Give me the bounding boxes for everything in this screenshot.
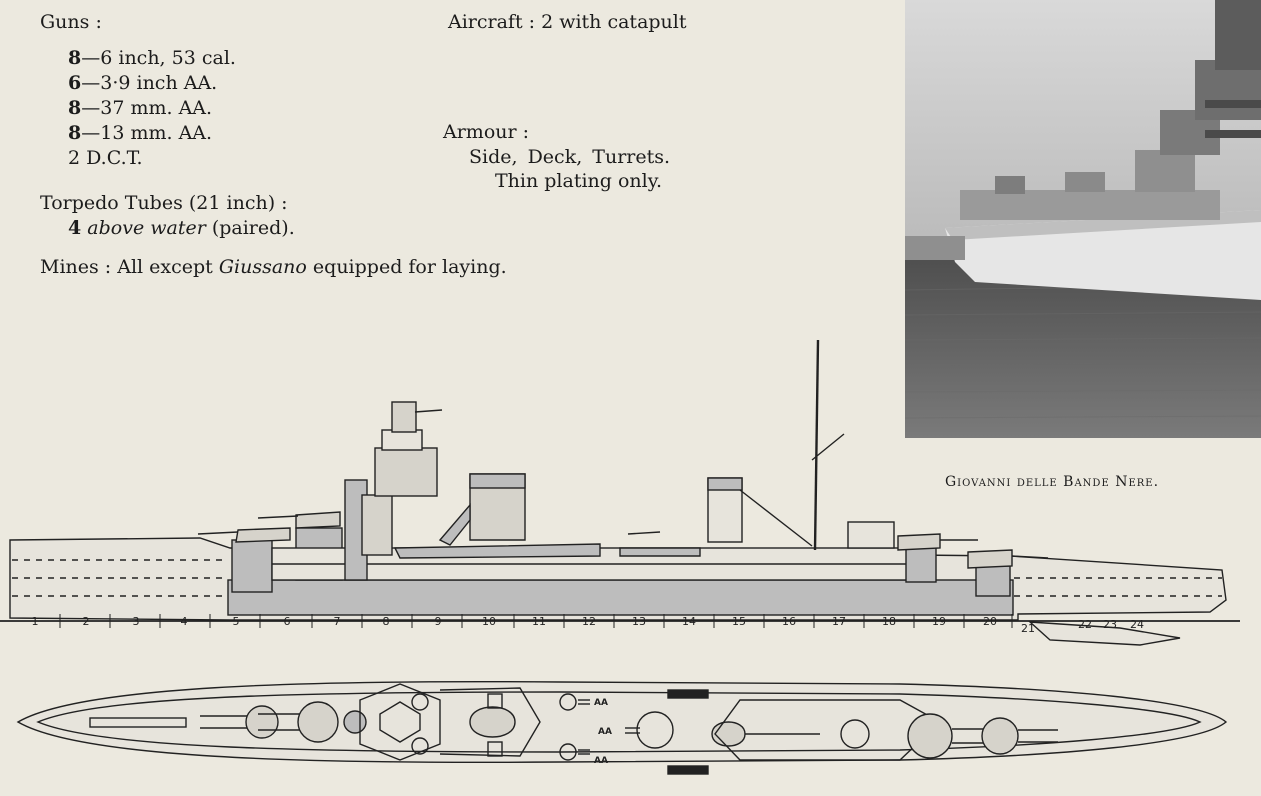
- frame-number: 4: [181, 615, 188, 628]
- turret-x-barbette: [905, 545, 937, 583]
- frame-number: 21: [1021, 622, 1035, 635]
- armour-belt: [227, 579, 1014, 616]
- guns-heading: Guns :: [40, 11, 102, 33]
- armour-line-1: Side, Deck, Turrets.: [469, 146, 671, 168]
- frame-number: 18: [882, 615, 896, 628]
- gun-row: 8—13 mm. AA.: [68, 122, 212, 144]
- mines-prefix: Mines : All except: [40, 256, 213, 278]
- armour-heading: Armour :: [443, 121, 530, 143]
- gun-count: 8: [68, 47, 82, 69]
- torpedo-note: (paired).: [211, 217, 295, 239]
- frame-number: 15: [732, 615, 746, 628]
- dct-line: 2 D.C.T.: [68, 147, 143, 169]
- turret-a-barbette: [231, 539, 273, 593]
- frame-number: 12: [582, 615, 596, 628]
- plan-drawing: [16, 680, 1228, 775]
- frame-number: 8: [383, 615, 390, 628]
- frame-number: 5: [233, 615, 240, 628]
- profile-drawing: [0, 339, 1240, 646]
- mainmast: [813, 339, 820, 551]
- gun-desc: —13 mm. AA.: [81, 122, 213, 144]
- frame-number: 17: [832, 615, 846, 628]
- gun-row: 8—37 mm. AA.: [68, 97, 212, 119]
- aa-label: AA: [594, 756, 608, 766]
- gun-count: 8: [68, 97, 82, 119]
- photo-caption: Giovanni delle Bande Nere.: [945, 474, 1160, 490]
- gun-row: 6—3·9 inch AA.: [68, 72, 217, 94]
- photo-image: [905, 0, 1261, 438]
- frame-number: 3: [133, 615, 140, 628]
- mines-line: Mines : All except Giussano equipped for…: [40, 256, 507, 278]
- turret-y: [981, 717, 1058, 755]
- torpedo-heading: Torpedo Tubes (21 inch) :: [40, 192, 288, 214]
- frame-number: 22: [1078, 618, 1092, 631]
- aircraft-line: Aircraft : 2 with catapult: [448, 11, 687, 33]
- frame-number: 19: [932, 615, 946, 628]
- gun-desc: —37 mm. AA.: [81, 97, 213, 119]
- plan-aa-labels: AA AA AA: [594, 698, 612, 766]
- frame-number: 11: [532, 615, 546, 628]
- torpedo-count: 4: [68, 217, 82, 239]
- frame-number: 7: [334, 615, 341, 628]
- frame-numbers: 1 2 3 4 5 6 7 8 9 10 11 12 13 14 15 16 1…: [32, 615, 1145, 635]
- gun-count: 6: [68, 72, 82, 94]
- frame-number: 16: [782, 615, 796, 628]
- turret-b: [258, 701, 367, 743]
- frame-number: 10: [482, 615, 496, 628]
- gun-desc: —3·9 inch AA.: [81, 72, 218, 94]
- frame-number: 14: [682, 615, 696, 628]
- torpedo-line: 4 above water (paired).: [68, 217, 295, 239]
- turret-y-barbette: [975, 565, 1011, 597]
- gun-count: 8: [68, 122, 82, 144]
- frame-number: 20: [983, 615, 997, 628]
- frame-number: 23: [1103, 618, 1117, 631]
- mines-suffix: equipped for laying.: [312, 256, 507, 278]
- frame-number: 9: [435, 615, 442, 628]
- turret-x: [907, 713, 990, 759]
- torpedo-location: above water: [87, 217, 206, 239]
- frame-number: 2: [83, 615, 90, 628]
- ship-photograph: [905, 0, 1261, 438]
- frame-number: 1: [32, 615, 39, 628]
- aa-label: AA: [594, 698, 608, 708]
- frame-number: 24: [1130, 618, 1144, 631]
- mines-ship: Giussano: [218, 256, 307, 278]
- bridge-plan: [359, 683, 441, 761]
- gun-desc: —6 inch, 53 cal.: [81, 47, 236, 69]
- armour-line-2: Thin plating only.: [495, 170, 662, 192]
- frame-number: 6: [284, 615, 291, 628]
- frame-number: 13: [632, 615, 646, 628]
- gun-row: 8—6 inch, 53 cal.: [68, 47, 236, 69]
- deck-outline: [16, 680, 1228, 764]
- aa-label: AA: [598, 727, 612, 737]
